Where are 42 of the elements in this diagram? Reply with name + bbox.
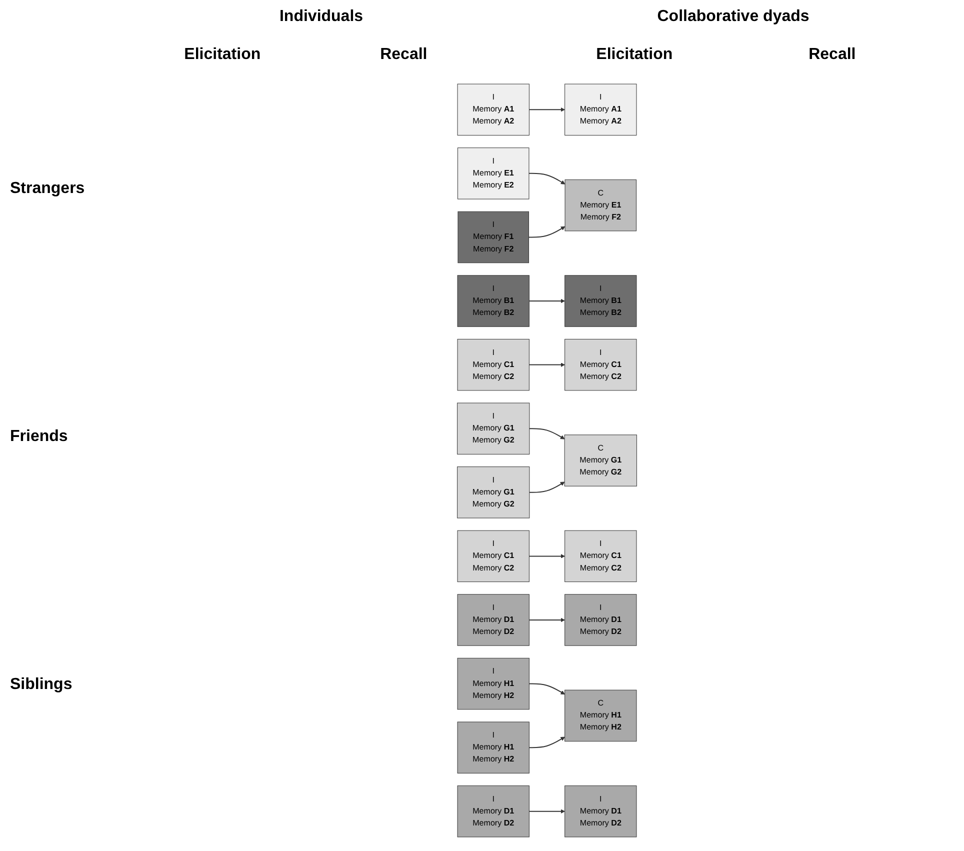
arrow <box>528 226 566 238</box>
column-subheading: Elicitation <box>596 46 673 64</box>
node-box: I Memory D1 Memory D2 <box>457 786 530 838</box>
arrow <box>529 736 565 748</box>
node-box: I Memory A1 Memory A2 <box>457 84 530 136</box>
arrow <box>529 298 565 304</box>
node-box: I Memory B1 Memory B2 <box>564 275 637 327</box>
node-box: I Memory F1 Memory F2 <box>458 211 529 264</box>
node-box: I Memory D1 Memory D2 <box>564 786 637 838</box>
arrow <box>529 554 565 558</box>
arrow <box>529 809 565 814</box>
node-box: I Memory D1 Memory D2 <box>564 594 637 646</box>
node-box: I Memory G1 Memory G2 <box>457 402 530 454</box>
node-box: C Memory G1 Memory G2 <box>564 434 637 486</box>
node-box: I Memory G1 Memory G2 <box>457 466 530 518</box>
node-box: I Memory C1 Memory C2 <box>564 530 637 582</box>
node-box: I Memory C1 Memory C2 <box>457 530 530 582</box>
arrow <box>529 107 565 112</box>
row-label: Strangers <box>10 180 85 198</box>
column-heading: Collaborative dyads <box>657 8 810 26</box>
row-label: Friends <box>10 428 68 446</box>
node-box: I Memory E1 Memory E2 <box>458 148 530 200</box>
node-box: C Memory E1 Memory F2 <box>564 179 636 232</box>
column-subheading: Recall <box>380 46 428 64</box>
node-box: I Memory D1 Memory D2 <box>457 594 530 646</box>
column-subheading: Recall <box>808 46 856 64</box>
node-box: I Memory A1 Memory A2 <box>564 84 637 136</box>
node-box: C Memory H1 Memory H2 <box>564 690 637 742</box>
node-box: I Memory H1 Memory H2 <box>457 722 530 774</box>
column-subheading: Elicitation <box>184 46 261 64</box>
arrow <box>529 428 565 440</box>
node-box: I Memory H1 Memory H2 <box>457 658 530 710</box>
row-label: Siblings <box>10 676 72 694</box>
column-heading: Individuals <box>279 8 364 26</box>
arrow <box>528 172 566 184</box>
node-box: I Memory C1 Memory C2 <box>457 338 530 391</box>
node-box: I Memory B1 Memory B2 <box>457 275 530 327</box>
arrow <box>529 618 565 622</box>
arrow <box>529 482 565 493</box>
arrow <box>529 683 565 695</box>
arrow <box>529 362 565 368</box>
node-box: I Memory C1 Memory C2 <box>564 338 637 391</box>
